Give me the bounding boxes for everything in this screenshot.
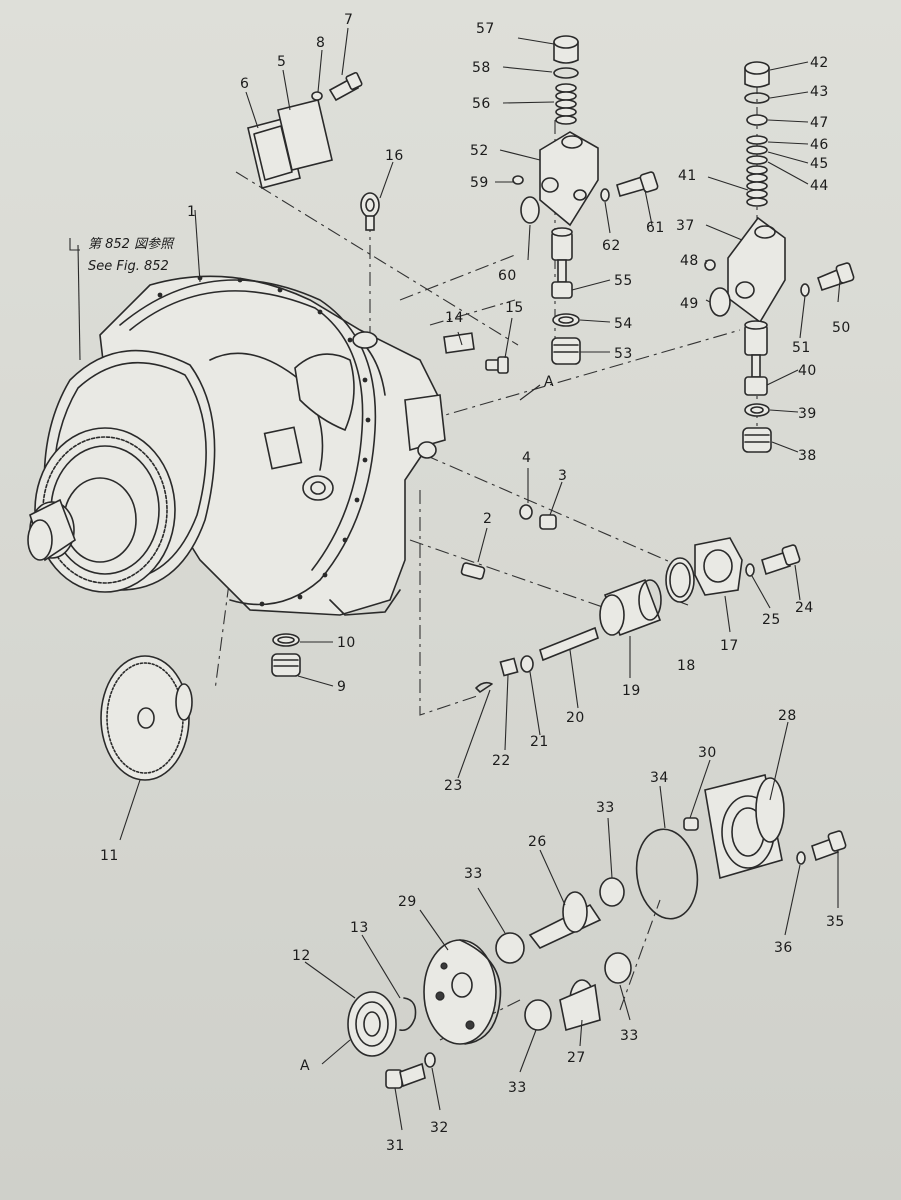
- spring-41: [746, 165, 768, 207]
- pump-cover-group: [475, 537, 801, 693]
- callout-label: 47: [810, 115, 829, 131]
- pump-gears: [495, 877, 632, 1032]
- callout-label: 27: [567, 1050, 586, 1066]
- figure-reference-note: 第 852 図参照 See Fig. 852: [69, 237, 175, 274]
- plug-and-washer-3-4: [519, 504, 557, 530]
- callout-label: A: [300, 1058, 310, 1074]
- valve-assembly-right: [704, 61, 855, 453]
- callout-label: 41: [678, 168, 697, 184]
- callout-label: 45: [810, 156, 829, 172]
- callout-label: 36: [774, 940, 793, 956]
- callout-label: 2: [483, 511, 492, 527]
- washer-32: [424, 1052, 436, 1068]
- bearing-12: [347, 991, 397, 1057]
- callout-label: 8: [316, 35, 325, 51]
- callout-label: 53: [614, 346, 633, 362]
- callout-label: 62: [602, 238, 621, 254]
- callout-label: 33: [464, 866, 483, 882]
- callout-label: 34: [650, 770, 669, 786]
- callout-label: 54: [614, 316, 633, 332]
- callout-label: 23: [444, 778, 463, 794]
- callout-label: 24: [795, 600, 814, 616]
- callout-label: 18: [677, 658, 696, 674]
- callout-label: 13: [350, 920, 369, 936]
- callout-label: 37: [676, 218, 695, 234]
- callout-label: 4: [522, 450, 531, 466]
- callout-label: 17: [720, 638, 739, 654]
- callout-label: 21: [530, 734, 549, 750]
- callout-label: 39: [798, 406, 817, 422]
- gear-11: [100, 655, 193, 781]
- callout-label: 11: [100, 848, 119, 864]
- callout-label: 10: [337, 635, 356, 651]
- valve-assembly-upper: [512, 35, 659, 365]
- callout-label: 57: [476, 21, 495, 37]
- small-cover-plate: [443, 332, 475, 354]
- callout-label: 32: [430, 1120, 449, 1136]
- callout-label: 33: [508, 1080, 527, 1096]
- callout-label: 26: [528, 834, 547, 850]
- callout-label: 19: [622, 683, 641, 699]
- callout-label: 22: [492, 753, 511, 769]
- valve-spool-40: [744, 320, 768, 396]
- callout-label: 33: [596, 800, 615, 816]
- pump-housing-28: [683, 774, 847, 880]
- callout-label: 3: [558, 468, 567, 484]
- callout-label: 1: [187, 204, 196, 220]
- snap-ring-13: [399, 997, 417, 1032]
- callout-label: 29: [398, 894, 417, 910]
- callout-label: A: [544, 374, 554, 390]
- bolt-31: [385, 1062, 426, 1089]
- callout-label: 30: [698, 745, 717, 761]
- callout-label: 6: [240, 76, 249, 92]
- callout-labels: 1 2 3 4 5 6 7 8 9 10 11 12 13 14 15 16 1…: [100, 12, 851, 1154]
- callout-label: 58: [472, 60, 491, 76]
- callout-label: 59: [470, 175, 489, 191]
- callout-label: 43: [810, 84, 829, 100]
- callout-label: 28: [778, 708, 797, 724]
- callout-label: 7: [344, 12, 353, 28]
- drain-plug-2: [460, 562, 486, 580]
- callout-label: 40: [798, 363, 817, 379]
- callout-label: 51: [792, 340, 811, 356]
- callout-label: 52: [470, 143, 489, 159]
- callout-label: 50: [832, 320, 851, 336]
- callout-label: 25: [762, 612, 781, 628]
- callout-label: 35: [826, 914, 845, 930]
- leader-lines: [77, 27, 841, 1131]
- transmission-housing: [27, 275, 446, 616]
- reference-note-en: See Fig. 852: [88, 259, 169, 274]
- callout-label: 49: [680, 296, 699, 312]
- callout-label: 60: [498, 268, 517, 284]
- valve-spool-55: [551, 227, 573, 299]
- callout-label: 12: [292, 948, 311, 964]
- callout-label: 14: [445, 310, 464, 326]
- spring-56: [555, 83, 577, 125]
- plug-bolt-15: [485, 356, 509, 374]
- carrier-plate-29: [423, 939, 502, 1045]
- sleeve-19: [599, 578, 662, 637]
- callout-label: 9: [337, 679, 346, 695]
- inspection-cover-assembly: [247, 71, 363, 189]
- callout-label: 55: [614, 273, 633, 289]
- callout-label: 56: [472, 96, 491, 112]
- eyebolt: [360, 192, 380, 231]
- callout-label: 5: [277, 54, 286, 70]
- reference-note-jp: 第 852 図参照: [88, 237, 175, 252]
- callout-label: 33: [620, 1028, 639, 1044]
- callout-label: 38: [798, 448, 817, 464]
- callout-label: 20: [566, 710, 585, 726]
- callout-label: 42: [810, 55, 829, 71]
- callout-label: 15: [505, 300, 524, 316]
- callout-label: 61: [646, 220, 665, 236]
- callout-label: 46: [810, 137, 829, 153]
- callout-label: 31: [386, 1138, 405, 1154]
- callout-label: 48: [680, 253, 699, 269]
- callout-label: 16: [385, 148, 404, 164]
- callout-label: 44: [810, 178, 829, 194]
- o-ring-34: [635, 828, 699, 920]
- drain-plug-9-ring-10: [271, 633, 301, 677]
